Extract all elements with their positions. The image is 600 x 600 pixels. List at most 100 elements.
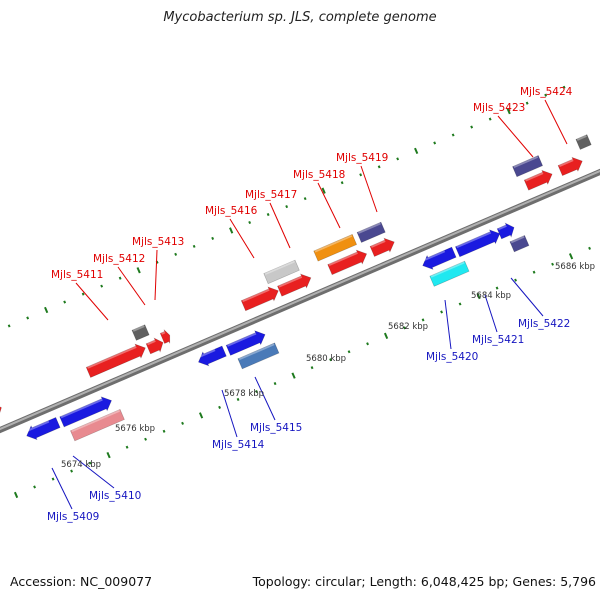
fwd-ruler-tick bbox=[451, 133, 455, 137]
rev-ruler-tick bbox=[440, 310, 443, 314]
gene-label: Mjls_5422 bbox=[518, 318, 570, 330]
gene-arrow bbox=[145, 337, 164, 355]
accession-text: Accession: NC_009077 bbox=[10, 574, 153, 589]
gene-arrow bbox=[25, 417, 61, 441]
gene-arrow bbox=[159, 329, 171, 344]
rev-ruler-tick bbox=[181, 421, 184, 425]
gene-label: Mjls_5416 bbox=[205, 205, 258, 217]
ruler-label: 5678 kbp bbox=[224, 389, 264, 399]
gene-arrow bbox=[369, 237, 395, 257]
gene-arrow bbox=[509, 235, 530, 253]
rev-ruler-tick bbox=[310, 366, 314, 370]
gene-label: Mjls_5417 bbox=[245, 189, 297, 201]
ruler-labels: 5674 kbp 5676 kbp 5678 kbp 5680 kbp 5682 kbp… bbox=[61, 262, 595, 470]
gene-arrow bbox=[237, 342, 280, 370]
gene-arrow bbox=[263, 259, 300, 285]
gene-arrow bbox=[313, 234, 358, 262]
rev-ruler-tick bbox=[588, 246, 591, 250]
gene-label: Mjls_5418 bbox=[293, 169, 345, 181]
fwd-ruler-tick bbox=[229, 227, 234, 234]
gene-arrow bbox=[70, 409, 125, 442]
gene-label: Mjls_5411 bbox=[51, 269, 103, 281]
rev-ruler-tick bbox=[366, 342, 369, 346]
rev-ruler-tick bbox=[551, 262, 554, 266]
rev-ruler-tick bbox=[88, 461, 92, 465]
ruler-label: 5674 kbp bbox=[61, 460, 101, 470]
gene-arrow bbox=[277, 273, 312, 297]
rev-ruler-tick bbox=[236, 397, 240, 402]
gene-label: Mjls_5410 bbox=[89, 490, 141, 502]
label-leader-lines bbox=[51, 99, 568, 510]
tick-marks bbox=[7, 85, 591, 499]
rev-ruler-tick bbox=[291, 372, 296, 379]
gene-arrow bbox=[523, 169, 553, 191]
rev-ruler-tick bbox=[476, 292, 481, 300]
rev-ruler-tick bbox=[125, 445, 129, 449]
gene-arrow bbox=[0, 402, 2, 420]
gene-label: Mjls_5423 bbox=[473, 102, 525, 114]
gene-arrow bbox=[421, 246, 457, 270]
ruler-label: 5682 kbp bbox=[388, 322, 428, 332]
gene-arrow bbox=[197, 345, 227, 367]
genome-backbone bbox=[0, 168, 600, 434]
ruler-label: 5686 kbp bbox=[555, 262, 595, 272]
gene-arrow bbox=[575, 134, 592, 150]
rev-ruler-tick bbox=[403, 326, 406, 330]
gene-arrow bbox=[327, 249, 368, 276]
fwd-ruler-tick bbox=[433, 141, 437, 145]
rev-ruler-tick bbox=[162, 429, 166, 433]
gene-label: Mjls_5421 bbox=[472, 334, 524, 346]
fwd-ruler-tick bbox=[506, 107, 511, 115]
fwd-ruler-tick bbox=[303, 197, 307, 201]
gene-arrow bbox=[131, 324, 150, 341]
rev-ruler-tick bbox=[495, 286, 499, 290]
fwd-ruler-tick bbox=[396, 157, 400, 161]
gene-label: Mjls_5420 bbox=[426, 351, 478, 363]
rev-ruler-tick bbox=[144, 437, 147, 441]
gene-label: Mjls_5424 bbox=[520, 86, 573, 98]
rev-ruler-tick bbox=[329, 358, 332, 362]
fwd-ruler-tick bbox=[192, 244, 196, 248]
rev-ruler-tick bbox=[51, 477, 55, 481]
rev-ruler-tick bbox=[33, 485, 36, 489]
rev-ruler-tick bbox=[13, 491, 19, 499]
fwd-ruler-tick bbox=[63, 300, 67, 304]
fwd-ruler-tick bbox=[136, 267, 141, 274]
gene-arrow bbox=[557, 156, 583, 177]
gene-label: Mjls_5419 bbox=[336, 152, 388, 164]
rev-ruler-tick bbox=[255, 389, 258, 394]
fwd-ruler-tick bbox=[100, 284, 104, 288]
ruler-label: 5680 kbp bbox=[306, 354, 346, 364]
gene-label: Mjls_5412 bbox=[93, 253, 145, 265]
rev-ruler-tick bbox=[421, 318, 425, 322]
rev-ruler-tick bbox=[568, 253, 574, 260]
fwd-ruler-tick bbox=[44, 306, 49, 314]
ruler-label: 5684 kbp bbox=[471, 291, 511, 301]
rev-ruler-tick bbox=[532, 270, 536, 274]
fwd-ruler-tick bbox=[81, 292, 85, 296]
gene-labels: Mjls_5411Mjls_5412Mjls_5413Mjls_5416Mjls… bbox=[47, 86, 573, 523]
rev-ruler-tick bbox=[218, 405, 221, 409]
fwd-ruler-tick bbox=[562, 85, 566, 89]
rev-ruler-tick bbox=[198, 412, 204, 419]
map-title: Mycobacterium sp. JLS, complete genome bbox=[163, 10, 437, 25]
gene-label: Mjls_5409 bbox=[47, 511, 99, 523]
gene-arrow bbox=[455, 229, 501, 258]
rev-ruler-tick bbox=[106, 452, 111, 459]
gene-arrow bbox=[85, 343, 146, 378]
fwd-ruler-tick bbox=[174, 252, 178, 256]
ruler-label: 5676 kbp bbox=[115, 424, 155, 434]
rev-ruler-tick bbox=[514, 278, 517, 282]
rev-ruler-tick bbox=[273, 382, 277, 386]
fwd-ruler-tick bbox=[414, 147, 419, 155]
fwd-ruler-tick bbox=[544, 93, 548, 97]
fwd-ruler-tick bbox=[525, 101, 529, 105]
fwd-ruler-tick bbox=[285, 205, 289, 209]
fwd-ruler-tick bbox=[321, 187, 326, 194]
rev-ruler-tick bbox=[70, 469, 73, 473]
fwd-ruler-tick bbox=[248, 220, 252, 225]
gene-arrow bbox=[429, 260, 470, 287]
rev-ruler-tick bbox=[347, 350, 351, 354]
fwd-ruler-tick bbox=[488, 117, 492, 121]
